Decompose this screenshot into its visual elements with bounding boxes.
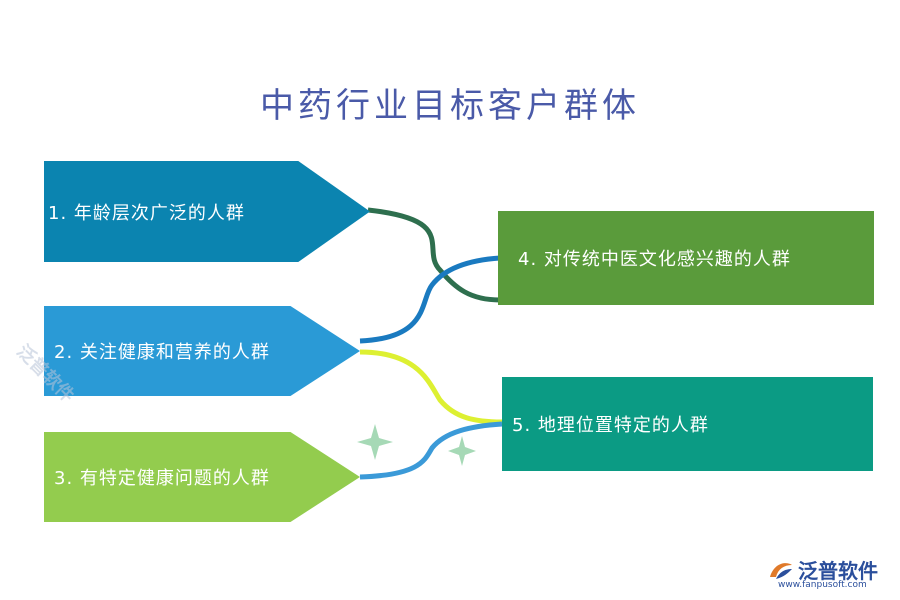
target-group-1-label: 1. 年龄层次广泛的人群 (48, 202, 245, 224)
company-logo: 泛普软件 (768, 555, 878, 584)
sparkle-icon (448, 436, 476, 466)
connector-2-to-5 (359, 349, 503, 425)
target-group-1: 1. 年龄层次广泛的人群 (44, 161, 370, 262)
sparkle-icon (357, 424, 393, 460)
target-group-2-label: 2. 关注健康和营养的人群 (54, 342, 270, 363)
logo-text: 泛普软件 (798, 559, 878, 583)
target-group-4-label: 4. 对传统中医文化感兴趣的人群 (518, 249, 791, 270)
connector-1-to-4 (367, 207, 501, 303)
target-group-5: 5. 地理位置特定的人群 (502, 377, 873, 471)
target-group-5-label: 5. 地理位置特定的人群 (512, 415, 709, 436)
target-group-4: 4. 对传统中医文化感兴趣的人群 (498, 211, 874, 305)
logo-url: www.fanpusoft.com (778, 580, 867, 590)
connector-2-to-4 (359, 255, 501, 344)
target-group-3-label: 3. 有特定健康问题的人群 (54, 468, 270, 489)
logo-icon (770, 562, 792, 579)
target-group-2: 2. 关注健康和营养的人群 (44, 306, 360, 396)
diagram-title: 中药行业目标客户群体 (260, 86, 640, 126)
target-group-3: 3. 有特定健康问题的人群 (44, 432, 360, 522)
connector-3-to-5 (359, 421, 503, 480)
